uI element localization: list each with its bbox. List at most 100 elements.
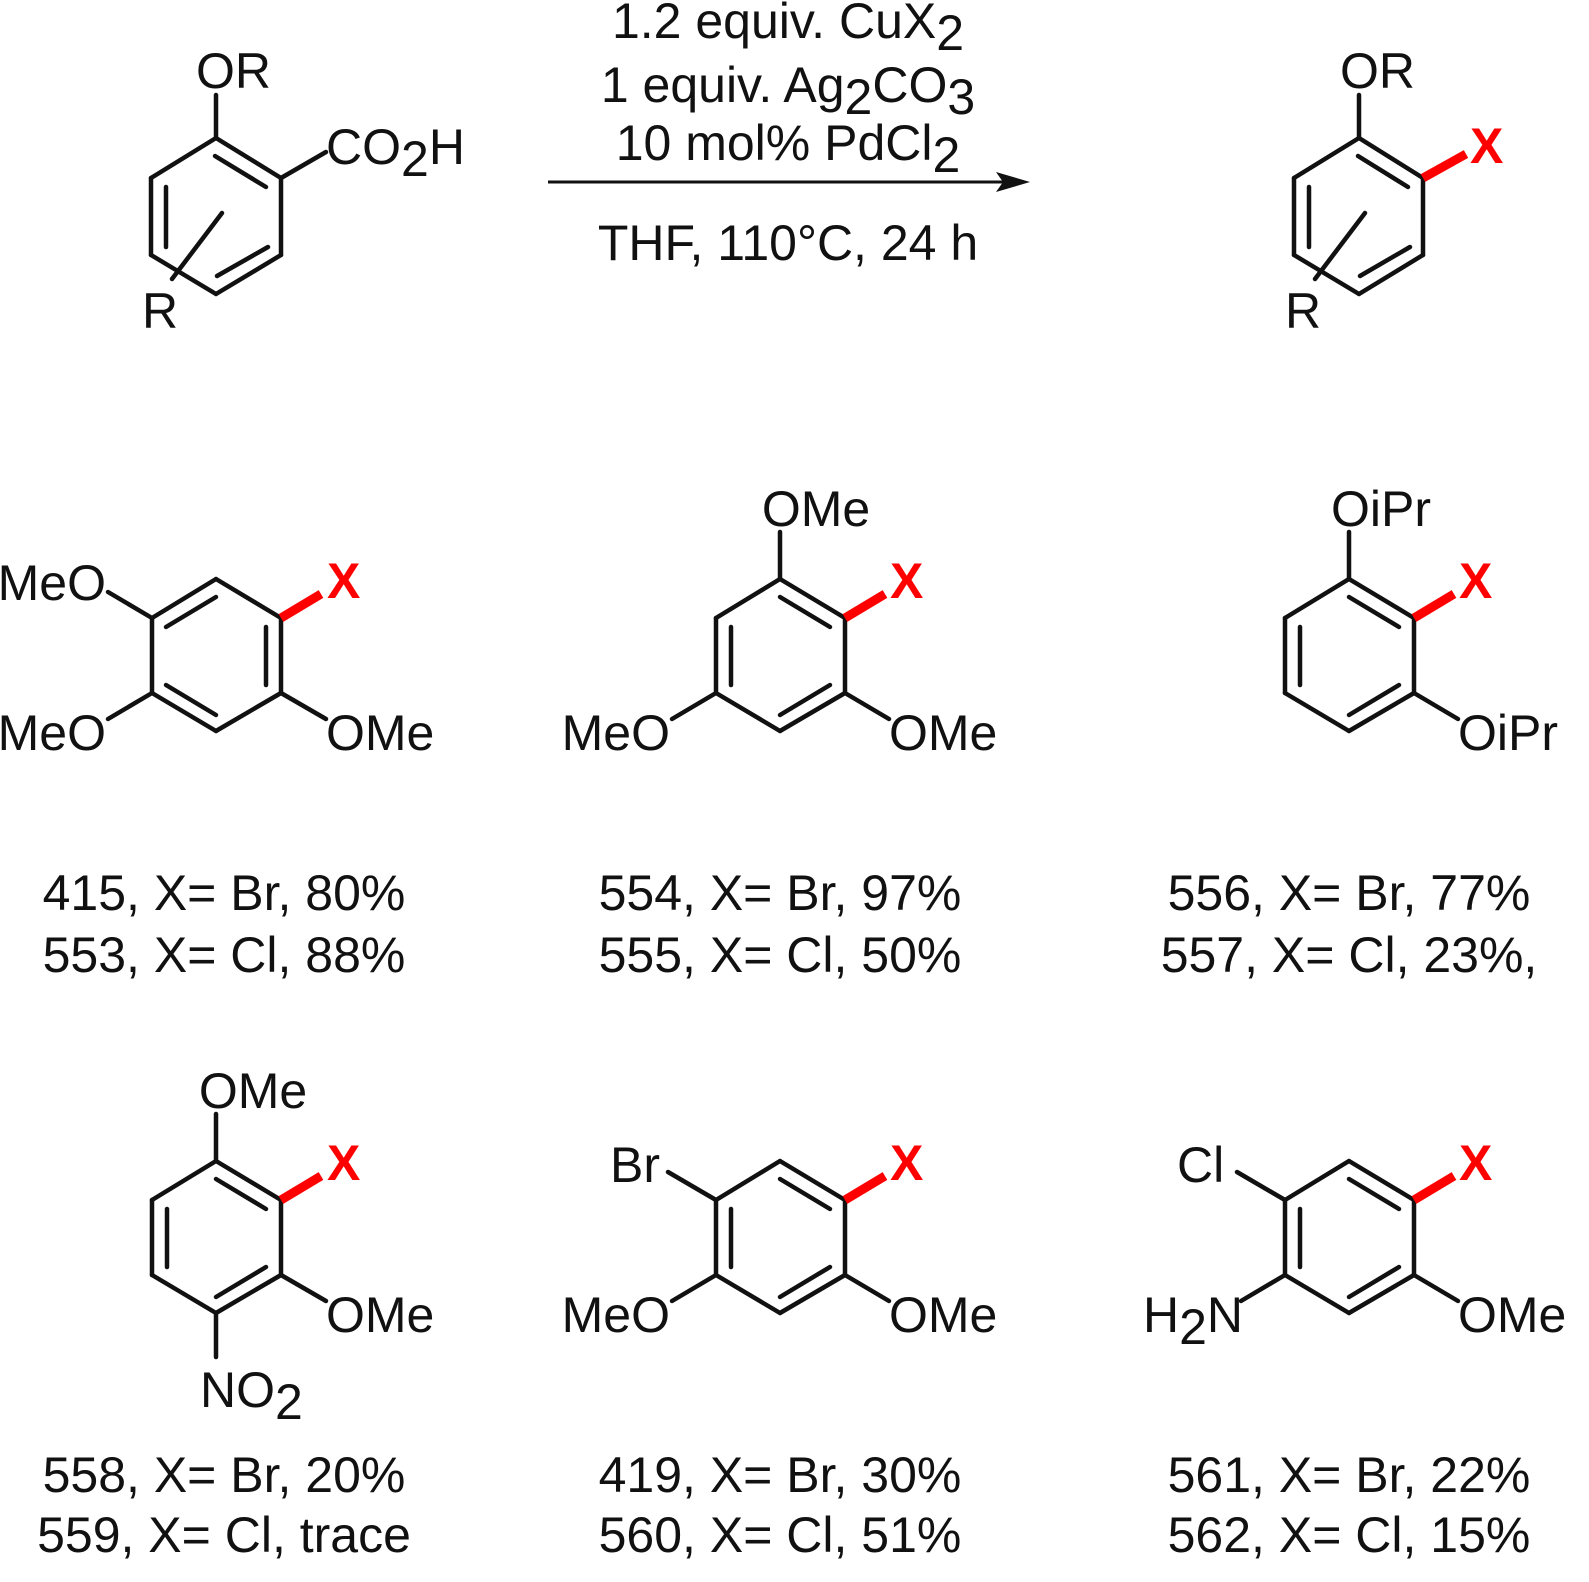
substituent-bond bbox=[1411, 690, 1461, 722]
caption-line: 554, X= Br, 97% bbox=[599, 865, 962, 921]
substituent-bond bbox=[1411, 1272, 1461, 1304]
methoxy-label: MeO bbox=[0, 555, 106, 611]
methoxy-label: OMe bbox=[762, 481, 870, 537]
methoxy-label: OMe bbox=[1458, 1287, 1566, 1343]
reaction-conditions: 1.2 equiv. CuX2 1 equiv. Ag2CO3 10 mol% … bbox=[548, 0, 1030, 271]
methoxy-label: MeO bbox=[562, 1287, 670, 1343]
methoxy-label: MeO bbox=[562, 705, 670, 761]
ring-bond bbox=[1346, 576, 1417, 621]
substituent-bond bbox=[105, 589, 155, 621]
ring-double-bond bbox=[1357, 244, 1413, 279]
ring-bond bbox=[713, 576, 783, 621]
ring-bond bbox=[213, 690, 284, 734]
ring-double-bond bbox=[1346, 682, 1402, 718]
ring-bond bbox=[1346, 690, 1417, 734]
reactant-structure: OR CO2H R bbox=[142, 43, 465, 339]
amine-bond bbox=[1238, 1272, 1288, 1304]
caption-line: 560, X= Cl, 51% bbox=[599, 1507, 962, 1563]
ring-bond bbox=[1346, 1158, 1417, 1203]
ring-bond bbox=[777, 576, 848, 621]
halogen-bond bbox=[842, 590, 888, 622]
reactant-or-label: OR bbox=[196, 43, 271, 99]
ring-double-bond bbox=[214, 244, 271, 279]
x-label: X bbox=[327, 553, 360, 609]
halogen-bond bbox=[1411, 590, 1457, 622]
ring-bond bbox=[1282, 1272, 1352, 1316]
ring-double-bond bbox=[213, 1264, 269, 1300]
bromo-bond bbox=[665, 1169, 719, 1203]
caption-line: 559, X= Cl, trace bbox=[37, 1507, 411, 1563]
caption-line: 419, X= Br, 30% bbox=[599, 1447, 962, 1503]
ring-double-bond bbox=[1346, 1264, 1402, 1300]
reaction-arrow-head bbox=[996, 172, 1030, 192]
ring-bond bbox=[213, 1272, 284, 1316]
r-bond bbox=[169, 210, 225, 282]
ring-double-bond bbox=[1346, 1176, 1402, 1212]
reactant-co2h-label: CO2H bbox=[326, 119, 465, 187]
ring-bond bbox=[213, 1158, 284, 1203]
example-structure-415: MeO MeO OMe X bbox=[0, 553, 434, 761]
ring-double-bond bbox=[163, 594, 219, 630]
ring-bond bbox=[1282, 576, 1352, 621]
ring-bond bbox=[1346, 1272, 1417, 1316]
methoxy-label: OMe bbox=[889, 705, 997, 761]
ring-bond bbox=[1282, 690, 1352, 734]
product-or-label: OR bbox=[1340, 43, 1415, 99]
example-structure-419: Br MeO OMe X bbox=[562, 1135, 998, 1343]
halogen-bond bbox=[1420, 150, 1469, 182]
caption-line: 555, X= Cl, 50% bbox=[599, 927, 962, 983]
reactant-r-label: R bbox=[142, 283, 178, 339]
carboxyl-bond bbox=[278, 149, 329, 181]
product-r-label: R bbox=[1285, 283, 1321, 339]
isopropoxy-label: OiPr bbox=[1458, 705, 1558, 761]
r-bond bbox=[1312, 210, 1368, 282]
caption-line: 415, X= Br, 80% bbox=[43, 865, 406, 921]
substituent-bond bbox=[842, 690, 892, 722]
ring-bond bbox=[148, 135, 219, 181]
example-structure-556: OiPr OiPr X bbox=[1282, 481, 1558, 761]
x-label: X bbox=[1459, 1135, 1492, 1191]
ring-bond bbox=[777, 690, 848, 734]
x-label: X bbox=[890, 1135, 923, 1191]
example-structure-561: Cl H2N OMe X bbox=[1143, 1135, 1566, 1355]
ring-double-bond bbox=[777, 1264, 833, 1300]
ring-bond bbox=[149, 690, 219, 734]
ring-bond bbox=[213, 252, 284, 297]
methoxy-label: OMe bbox=[199, 1063, 307, 1119]
caption-line: 556, X= Br, 77% bbox=[1168, 865, 1531, 921]
ring-bond bbox=[213, 576, 284, 621]
product-x-label: X bbox=[1470, 118, 1503, 174]
substituent-bond bbox=[278, 1272, 329, 1304]
bromo-label: Br bbox=[610, 1137, 660, 1193]
halogen-bond bbox=[1411, 1172, 1457, 1204]
caption-line: 562, X= Cl, 15% bbox=[1168, 1507, 1531, 1563]
substituent-bond bbox=[669, 690, 719, 722]
chloro-bond bbox=[1234, 1169, 1288, 1203]
substituent-bond bbox=[669, 1272, 719, 1304]
ring-double-bond bbox=[1346, 594, 1402, 630]
x-label: X bbox=[327, 1135, 360, 1191]
ring-bond bbox=[148, 252, 219, 297]
methoxy-label: OMe bbox=[326, 705, 434, 761]
condition-line-2: 1 equiv. Ag2CO3 bbox=[601, 57, 975, 125]
halogen-bond bbox=[278, 590, 324, 622]
substituent-bond bbox=[842, 1272, 892, 1304]
halogen-bond bbox=[842, 1172, 888, 1204]
ring-bond bbox=[777, 1272, 848, 1316]
ring-double-bond bbox=[1355, 153, 1411, 190]
condition-line-1: 1.2 equiv. CuX2 bbox=[612, 0, 964, 61]
caption-line: 561, X= Br, 22% bbox=[1168, 1447, 1531, 1503]
nitro-label: NO2 bbox=[200, 1362, 303, 1430]
methoxy-label: MeO bbox=[0, 705, 106, 761]
ring-bond bbox=[713, 690, 783, 734]
condition-line-3: 10 mol% PdCl2 bbox=[616, 115, 961, 183]
ring-bond bbox=[713, 1158, 783, 1203]
halogen-bond bbox=[278, 1172, 324, 1204]
ring-double-bond bbox=[212, 153, 269, 190]
ring-bond bbox=[1356, 135, 1426, 181]
ring-bond bbox=[149, 1158, 219, 1203]
ring-double-bond bbox=[777, 594, 833, 630]
x-label: X bbox=[890, 553, 923, 609]
chloro-label: Cl bbox=[1177, 1137, 1224, 1193]
